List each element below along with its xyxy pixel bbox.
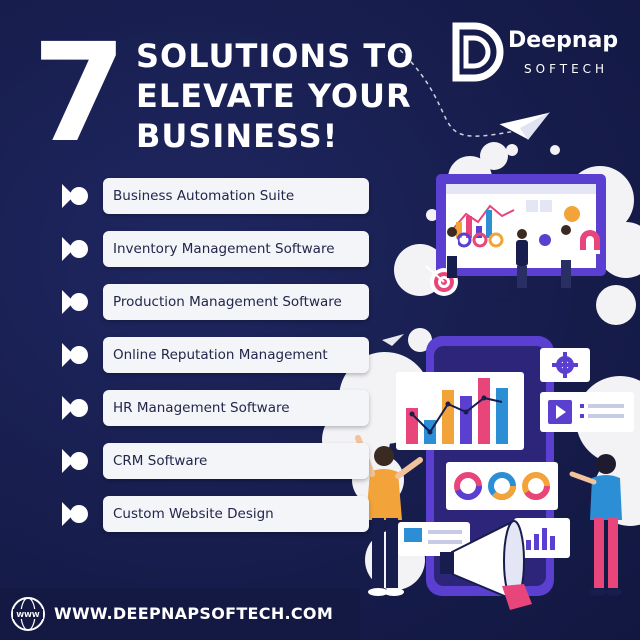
chevron-bullet-icon bbox=[62, 343, 88, 367]
globe-icon: WWW bbox=[11, 597, 45, 631]
chevron-bullet-icon bbox=[62, 502, 88, 526]
headline-line-2: ELEVATE YOUR bbox=[136, 77, 412, 115]
website-link[interactable]: WWW.DEEPNAPSOFTECH.COM bbox=[54, 604, 334, 623]
logo-mark-icon bbox=[452, 22, 504, 82]
solutions-list: Business Automation Suite Inventory Mana… bbox=[60, 178, 372, 549]
brand-logo: Deepnap SOFTECH bbox=[452, 20, 632, 86]
solution-label: Business Automation Suite bbox=[103, 178, 369, 214]
list-item: Production Management Software bbox=[60, 284, 372, 320]
list-item: CRM Software bbox=[60, 443, 372, 479]
donut-chart-icon bbox=[446, 462, 558, 510]
brand-sub: SOFTECH bbox=[524, 62, 609, 76]
headline: SOLUTIONS TO ELEVATE YOUR BUSINESS! bbox=[136, 36, 414, 156]
solution-label: Inventory Management Software bbox=[103, 231, 369, 267]
footer: WWW WWW.DEEPNAPSOFTECH.COM bbox=[0, 588, 640, 640]
chevron-bullet-icon bbox=[62, 184, 88, 208]
gear-icon bbox=[540, 348, 590, 382]
play-icon bbox=[540, 392, 634, 432]
list-item: Business Automation Suite bbox=[60, 178, 372, 214]
list-item: Inventory Management Software bbox=[60, 231, 372, 267]
list-item: HR Management Software bbox=[60, 390, 372, 426]
list-item: Custom Website Design bbox=[60, 496, 372, 532]
magnet-icon bbox=[580, 230, 600, 254]
solution-label: Custom Website Design bbox=[103, 496, 369, 532]
paper-plane-icon bbox=[496, 111, 552, 141]
chevron-bullet-icon bbox=[62, 290, 88, 314]
chevron-bullet-icon bbox=[62, 449, 88, 473]
solution-label: CRM Software bbox=[103, 443, 369, 479]
list-item: Online Reputation Management bbox=[60, 337, 372, 373]
headline-number: 7 bbox=[32, 15, 127, 173]
chevron-bullet-icon bbox=[62, 396, 88, 420]
bar-chart-icon bbox=[396, 372, 524, 450]
brand-name: Deepnap bbox=[508, 28, 619, 53]
solution-label: HR Management Software bbox=[103, 390, 369, 426]
footer-bar bbox=[0, 588, 360, 640]
solution-label: Online Reputation Management bbox=[103, 337, 369, 373]
solution-label: Production Management Software bbox=[103, 284, 369, 320]
headline-line-3: BUSINESS! bbox=[136, 117, 339, 155]
chevron-bullet-icon bbox=[62, 237, 88, 261]
headline-line-1: SOLUTIONS TO bbox=[136, 37, 415, 75]
globe-icon-text: WWW bbox=[16, 611, 39, 619]
megaphone-icon bbox=[440, 520, 532, 610]
